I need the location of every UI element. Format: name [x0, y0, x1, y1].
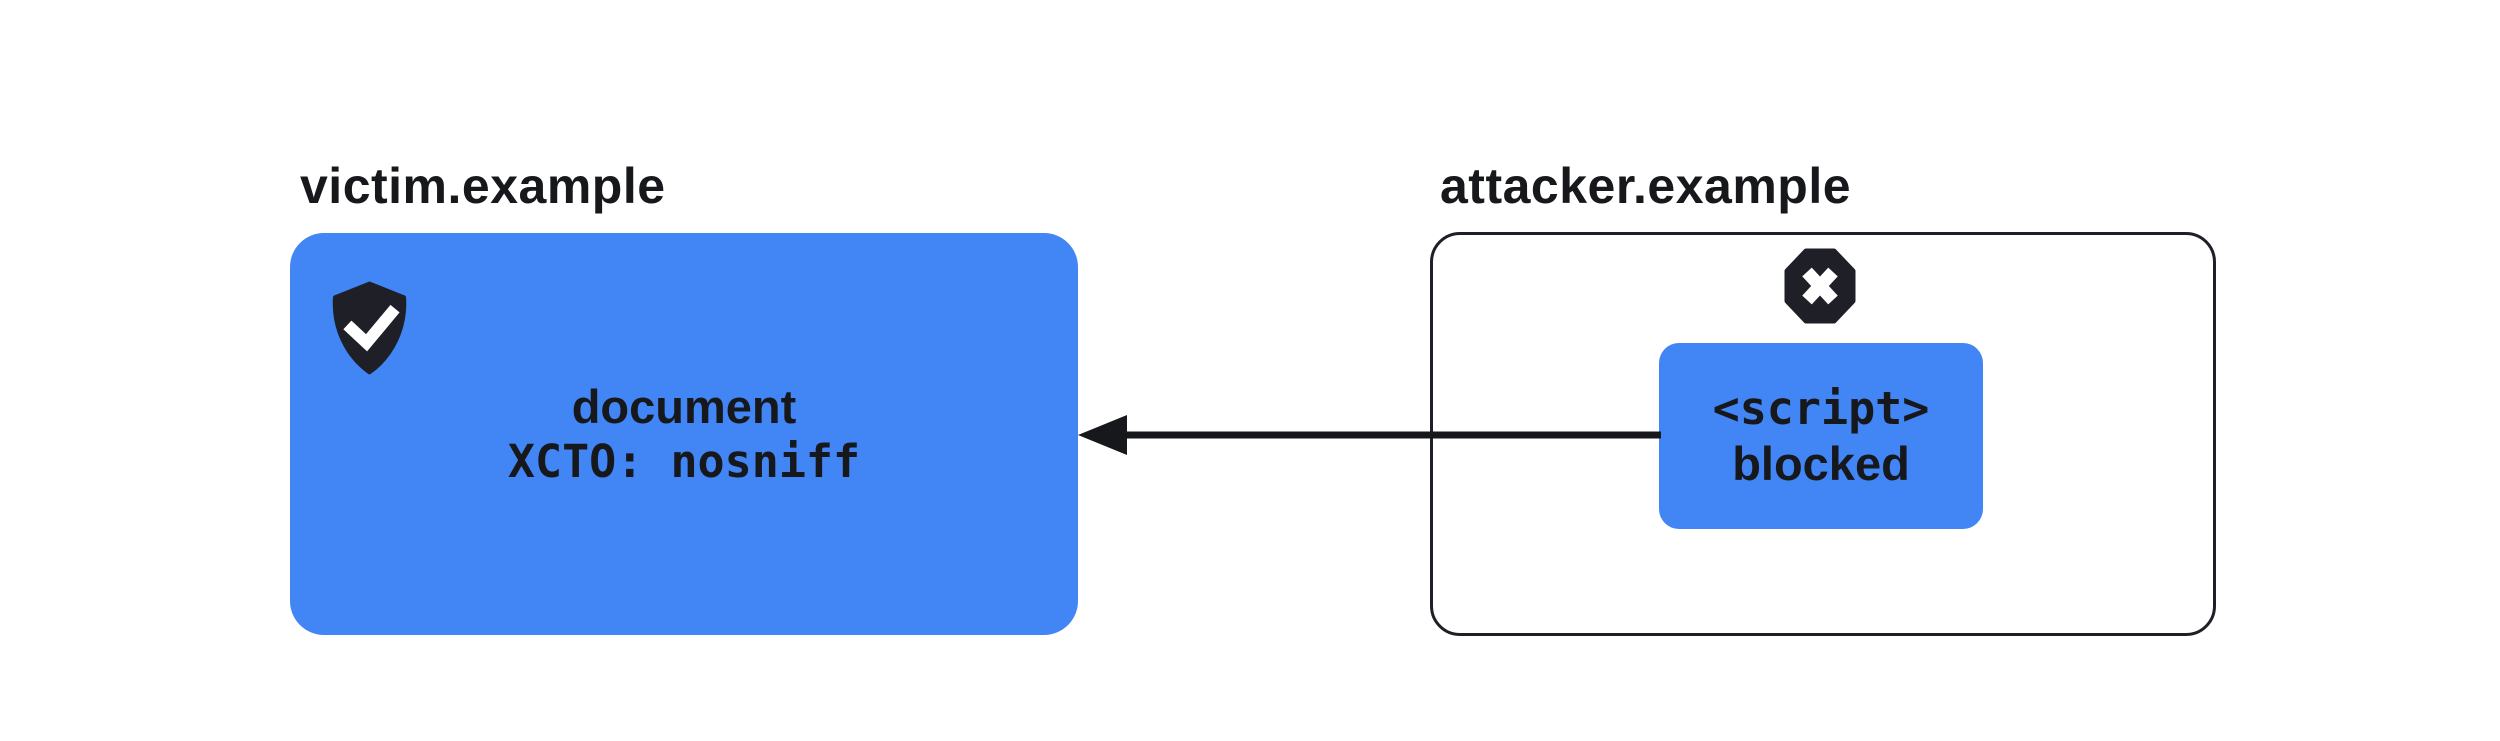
script-box-line-script-tag: <script>: [1712, 382, 1930, 435]
shield-check-icon: [330, 281, 409, 375]
script-box-line-blocked: blocked: [1732, 437, 1910, 490]
attacker-domain-label: attacker.example: [1440, 158, 1852, 214]
victim-domain-label: victim.example: [300, 158, 666, 214]
victim-box-line-document: document: [571, 380, 797, 433]
victim-box-line-xcto-nosniff: XCTO: nosniff: [507, 435, 861, 488]
victim-document-box: document XCTO: nosniff: [290, 233, 1078, 635]
arrow-attacker-to-victim: [1074, 412, 1664, 458]
blocked-x-octagon-icon: [1784, 248, 1856, 324]
script-blocked-box: <script> blocked: [1659, 343, 1983, 529]
